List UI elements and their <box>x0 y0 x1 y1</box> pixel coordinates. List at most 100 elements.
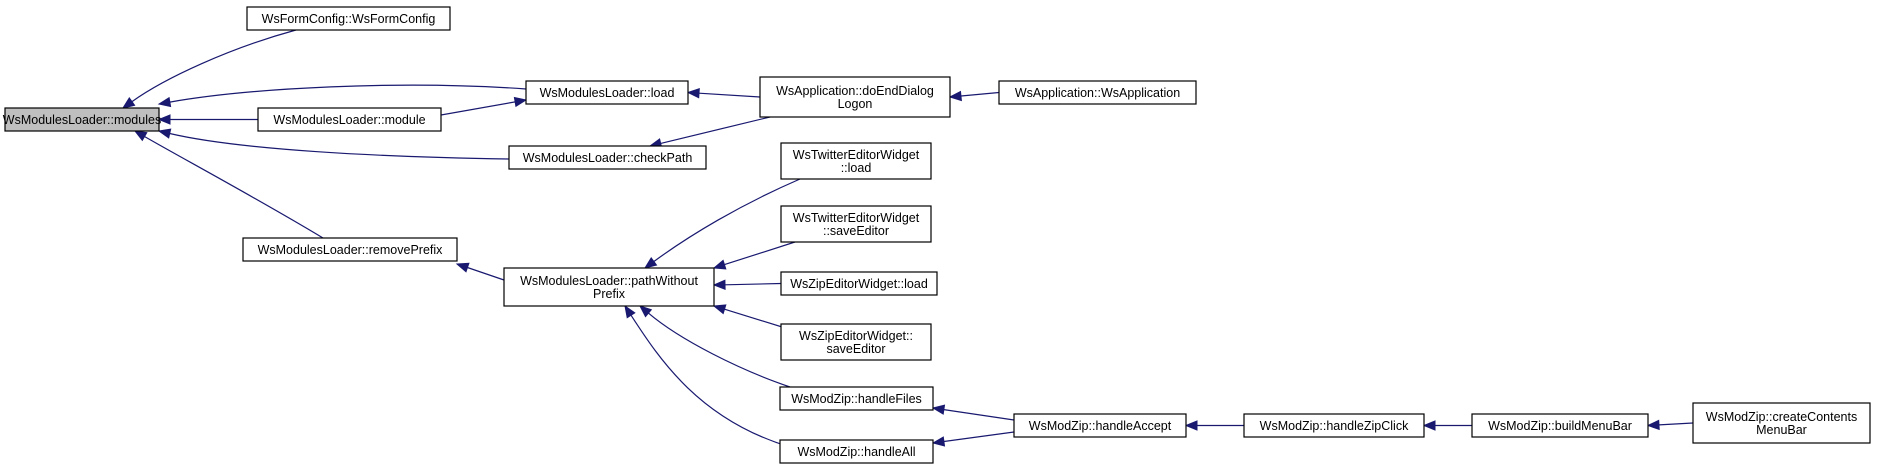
edge-handleall-to-pathwithout <box>624 304 791 448</box>
arrowhead <box>624 304 636 319</box>
node-label: WsModulesLoader::pathWithout <box>520 274 698 288</box>
edge-removeprefix-to-modules <box>133 130 324 239</box>
node-modules[interactable]: WsModulesLoader::modules <box>3 107 161 132</box>
node-box <box>503 267 715 307</box>
arrowhead <box>157 114 171 125</box>
arrowhead <box>133 130 148 142</box>
node-box <box>998 80 1197 105</box>
node-removeprefix[interactable]: WsModulesLoader::removePrefix <box>242 237 458 262</box>
edge-twitterload-to-pathwithout <box>643 178 801 269</box>
node-box <box>1692 402 1871 444</box>
node-box <box>525 80 689 105</box>
node-box <box>780 271 938 296</box>
edge-line <box>960 91 1000 97</box>
node-box <box>257 107 442 132</box>
edge-module-to-modules <box>157 114 258 125</box>
edge-module-to-load <box>440 96 528 116</box>
node-module[interactable]: WsModulesLoader::module <box>257 107 442 132</box>
node-checkpath[interactable]: WsModulesLoader::checkPath <box>508 145 707 170</box>
call-nodes: WsModulesLoader::modules WsFormConfig::Ws… <box>3 6 1871 464</box>
node-zipload[interactable]: WsZipEditorWidget::load <box>780 271 938 296</box>
node-handlezipclick[interactable]: WsModZip::handleZipClick <box>1243 413 1425 438</box>
node-label: MenuBar <box>1756 423 1807 437</box>
node-formconfig[interactable]: WsFormConfig::WsFormConfig <box>246 6 451 31</box>
node-box <box>780 205 932 243</box>
arrowhead <box>712 304 727 315</box>
edge-line <box>630 314 791 448</box>
arrowhead <box>121 97 136 109</box>
edge-line <box>440 101 516 116</box>
node-handlefiles[interactable]: WsModZip::handleFiles <box>779 386 934 411</box>
call-edges <box>121 29 1694 448</box>
node-label: WsApplication::doEndDialog <box>776 84 934 98</box>
node-twitterload[interactable]: WsTwitterEditorWidget::load <box>780 142 932 180</box>
arrowhead <box>157 96 172 108</box>
edge-wsapplication-to-doenddialog <box>948 90 1000 102</box>
node-load[interactable]: WsModulesLoader::load <box>525 80 689 105</box>
node-label: WsModZip::handleAll <box>797 445 915 459</box>
node-label: saveEditor <box>826 342 885 356</box>
node-label: WsModZip::handleZipClick <box>1260 419 1409 433</box>
edge-line <box>724 241 796 266</box>
arrowhead <box>638 305 653 318</box>
node-box <box>779 439 934 464</box>
edge-handleaccept-to-handlefiles <box>931 404 1015 421</box>
arrowhead <box>931 436 946 447</box>
edge-line <box>660 116 771 144</box>
node-box <box>1471 413 1649 438</box>
arrowhead <box>643 257 658 269</box>
node-label: WsModulesLoader::removePrefix <box>258 243 444 257</box>
node-box <box>242 237 458 262</box>
node-zipsave[interactable]: WsZipEditorWidget::saveEditor <box>780 323 932 361</box>
arrowhead <box>1184 420 1198 431</box>
edge-line <box>131 29 297 103</box>
node-label: WsTwitterEditorWidget <box>793 148 920 162</box>
edge-handleaccept-to-handleall <box>931 431 1015 447</box>
arrowhead <box>712 279 726 291</box>
edge-line <box>648 312 791 388</box>
arrowhead <box>1422 420 1436 431</box>
node-label: WsFormConfig::WsFormConfig <box>262 12 436 26</box>
node-box <box>1243 413 1425 438</box>
node-label: ::saveEditor <box>823 224 889 238</box>
node-buildmenubar[interactable]: WsModZip::buildMenuBar <box>1471 413 1649 438</box>
node-box <box>508 145 707 170</box>
edge-line <box>943 409 1015 421</box>
node-box <box>779 386 934 411</box>
arrowhead <box>157 128 172 139</box>
edge-line <box>169 132 510 160</box>
edge-twittersave-to-pathwithout <box>712 241 796 270</box>
node-twittersave[interactable]: WsTwitterEditorWidget::saveEditor <box>780 205 932 243</box>
node-label: WsModulesLoader::module <box>273 113 425 127</box>
edge-createcontents-to-buildmenubar <box>1646 419 1694 431</box>
edge-line <box>144 135 324 239</box>
node-label: WsTwitterEditorWidget <box>793 211 920 225</box>
node-label: Prefix <box>593 287 626 301</box>
node-label: WsModZip::createContents <box>1706 410 1857 424</box>
node-box <box>246 6 451 31</box>
edge-handlezipclick-to-handleaccept <box>1184 420 1244 431</box>
arrowhead <box>455 262 470 273</box>
edge-pathwithout-to-removeprefix <box>455 262 505 281</box>
node-label: WsModulesLoader::checkPath <box>523 151 693 165</box>
node-label: WsModZip::buildMenuBar <box>1488 419 1632 433</box>
arrowhead <box>513 96 528 108</box>
node-handleall[interactable]: WsModZip::handleAll <box>779 439 934 464</box>
edge-zipload-to-pathwithout <box>712 279 782 291</box>
node-label: WsModulesLoader::modules <box>3 113 161 127</box>
node-label: Logon <box>838 97 873 111</box>
node-label: WsModZip::handleFiles <box>791 392 922 406</box>
edge-line <box>698 92 761 98</box>
node-label: ::load <box>841 161 872 175</box>
node-handleaccept[interactable]: WsModZip::handleAccept <box>1013 413 1187 438</box>
node-wsapplication[interactable]: WsApplication::WsApplication <box>998 80 1197 105</box>
edge-line <box>467 266 505 281</box>
node-box <box>1013 413 1187 438</box>
node-label: WsModulesLoader::load <box>540 86 675 100</box>
arrowhead <box>712 259 727 270</box>
node-label: WsZipEditorWidget::load <box>790 277 928 291</box>
edge-doenddialog-to-load <box>686 87 761 99</box>
